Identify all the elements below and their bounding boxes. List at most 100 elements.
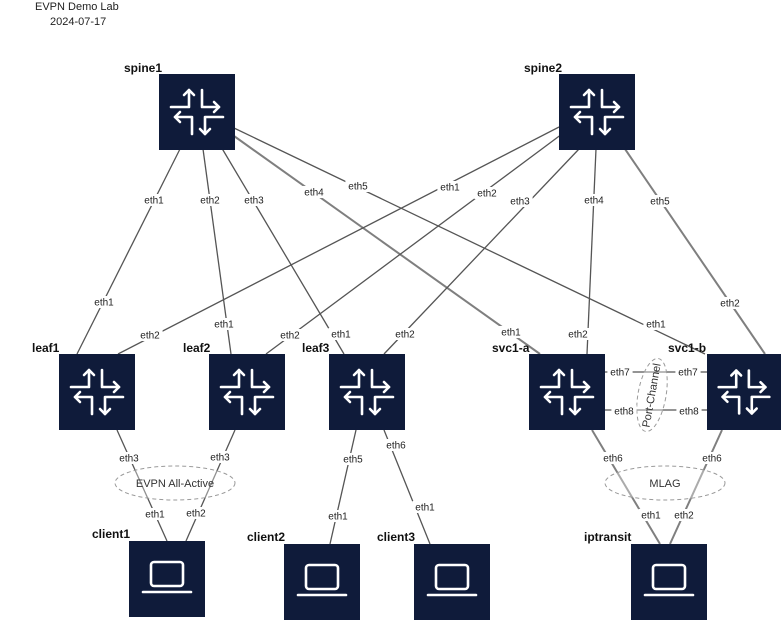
port-label-spine2-eth1: eth1 (437, 181, 463, 194)
link-leaf2-client1-eth3 (185, 429, 236, 542)
port-label-svc1a-eth8-bg (611, 405, 637, 417)
port-label-client3-eth1: eth1 (412, 501, 438, 514)
port-label-spine1-eth5: eth5 (345, 180, 371, 193)
node-client2[interactable]: client2 (247, 530, 360, 620)
port-label-client1-eth1: eth1 (142, 508, 168, 521)
router-arrow-3 (253, 395, 275, 416)
port-label-leaf3-eth1: eth1 (328, 328, 354, 341)
port-label-client2-eth1-bg (325, 510, 351, 522)
node-box-spine2[interactable] (559, 74, 635, 150)
node-svc1a[interactable]: svc1-a (492, 341, 605, 430)
node-box-client1[interactable] (129, 541, 205, 617)
router-arrowhead-2 (573, 110, 582, 124)
router-arrowhead-0 (352, 368, 366, 377)
port-label-spine2-eth3: eth3 (507, 195, 533, 208)
node-leaf3[interactable]: leaf3 (302, 341, 405, 430)
link-spine1-svc1b-eth5 (233, 127, 706, 355)
port-label-leaf1-eth1-text: eth1 (94, 298, 114, 309)
port-label-iptransit-eth2-text: eth2 (674, 511, 694, 522)
router-arrow-2 (173, 115, 194, 136)
port-label-svc1a-eth7: eth7 (607, 366, 633, 379)
router-arrow-2 (223, 395, 244, 416)
node-box-client2[interactable] (284, 544, 360, 620)
link-svc1a-iptransit-eth6 (591, 429, 661, 545)
link-leaf1-client1-eth3 (116, 429, 168, 542)
port-label-svc1b-eth1: eth1 (643, 318, 669, 331)
port-label-leaf3-eth2: eth2 (392, 328, 418, 341)
router-arrow-3 (573, 395, 595, 416)
node-label-spine1: spine1 (124, 61, 162, 75)
link-spine2-leaf2-eth2 (265, 133, 563, 355)
laptop-icon (141, 560, 193, 594)
router-arrowhead-3 (98, 407, 112, 416)
group-label-mlag: MLAG (649, 478, 680, 490)
port-label-leaf2-eth3: eth3 (207, 451, 233, 464)
router-icon (539, 368, 595, 416)
port-label-leaf2-eth3-bg (207, 451, 233, 463)
port-label-svc1b-eth6-text: eth6 (702, 454, 722, 465)
port-label-leaf1-eth2-text: eth2 (140, 331, 160, 342)
router-arrowhead-2 (721, 390, 729, 404)
node-spine1[interactable]: spine1 (124, 61, 235, 150)
port-label-spine2-eth1-bg (437, 181, 463, 193)
router-arrowhead-3 (368, 407, 382, 416)
link-spine2-leaf3-eth3 (383, 148, 580, 355)
port-label-leaf3-eth2-bg (392, 328, 418, 340)
port-label-spine1-eth4: eth4 (301, 186, 327, 199)
port-label-svc1a-eth6-bg (600, 452, 626, 464)
node-box-leaf3[interactable] (329, 354, 405, 430)
link-svc1b-iptransit-eth6 (669, 429, 723, 545)
port-label-spine1-eth4-bg (301, 186, 327, 198)
laptop-icon (296, 563, 348, 597)
node-label-client1: client1 (92, 527, 130, 541)
port-label-leaf2-eth2: eth2 (277, 329, 303, 342)
port-label-client3-eth1-bg (412, 501, 438, 513)
port-label-svc1b-eth7-bg (675, 366, 701, 378)
router-arrowhead-2 (73, 390, 82, 404)
router-arrowhead-3 (745, 407, 758, 415)
router-arrowhead-0 (552, 368, 566, 377)
port-label-svc1b-eth8-text: eth8 (679, 407, 699, 418)
port-label-svc1b-eth7: eth7 (675, 366, 701, 379)
port-label-leaf1-eth1-bg (91, 296, 117, 308)
group-ellipse-evpn (114, 465, 236, 501)
node-box-client3[interactable] (414, 544, 490, 620)
node-client3[interactable]: client3 (377, 530, 490, 620)
port-label-leaf3-eth5-bg (340, 453, 366, 465)
router-arrow-0 (539, 368, 561, 389)
port-label-spine1-eth2-bg (197, 194, 223, 206)
port-label-iptransit-eth2: eth2 (671, 509, 697, 522)
port-label-svc1b-eth2: eth2 (717, 297, 743, 310)
port-label-spine1-eth2-text: eth2 (200, 196, 220, 207)
router-arrowhead-1 (212, 100, 221, 114)
port-label-spine2-eth3-bg (507, 195, 533, 207)
node-iptransit[interactable]: iptransit (584, 530, 707, 620)
node-box-iptransit[interactable] (631, 544, 707, 620)
port-label-spine1-eth4-text: eth4 (304, 188, 324, 199)
router-arrow-1 (570, 368, 591, 389)
node-box-spine1[interactable] (159, 74, 235, 150)
node-leaf1[interactable]: leaf1 (32, 341, 135, 430)
node-client1[interactable]: client1 (92, 527, 205, 617)
link-leaf3-client2-eth5 (329, 429, 357, 545)
router-arrowhead-0 (582, 88, 596, 97)
laptop-screen (149, 560, 185, 588)
node-svc1b[interactable]: svc1-b (668, 341, 781, 430)
port-label-leaf1-eth1: eth1 (91, 296, 117, 309)
port-label-leaf1-eth3: eth3 (116, 452, 142, 465)
node-box-svc1a[interactable] (529, 354, 605, 430)
diagram-date: 2024-07-17 (50, 16, 106, 28)
node-spine2[interactable]: spine2 (524, 61, 635, 150)
node-leaf2[interactable]: leaf2 (183, 341, 285, 430)
group-ellipse-portchannel (636, 357, 668, 433)
port-label-svc1b-eth6: eth6 (699, 452, 725, 465)
node-box-leaf1[interactable] (59, 354, 135, 430)
port-label-svc1b-eth8-bg (676, 405, 702, 417)
port-labels-layer: eth1 eth1 eth2 eth1 eth3 eth1 eth4 eth1 eth5 eth1… (91, 180, 743, 523)
node-box-leaf2[interactable] (209, 354, 285, 430)
node-box-svc1b[interactable] (707, 354, 781, 430)
port-label-spine2-eth5-text: eth5 (650, 197, 670, 208)
port-label-svc1a-eth6: eth6 (600, 452, 626, 465)
laptop-screen (434, 563, 470, 591)
